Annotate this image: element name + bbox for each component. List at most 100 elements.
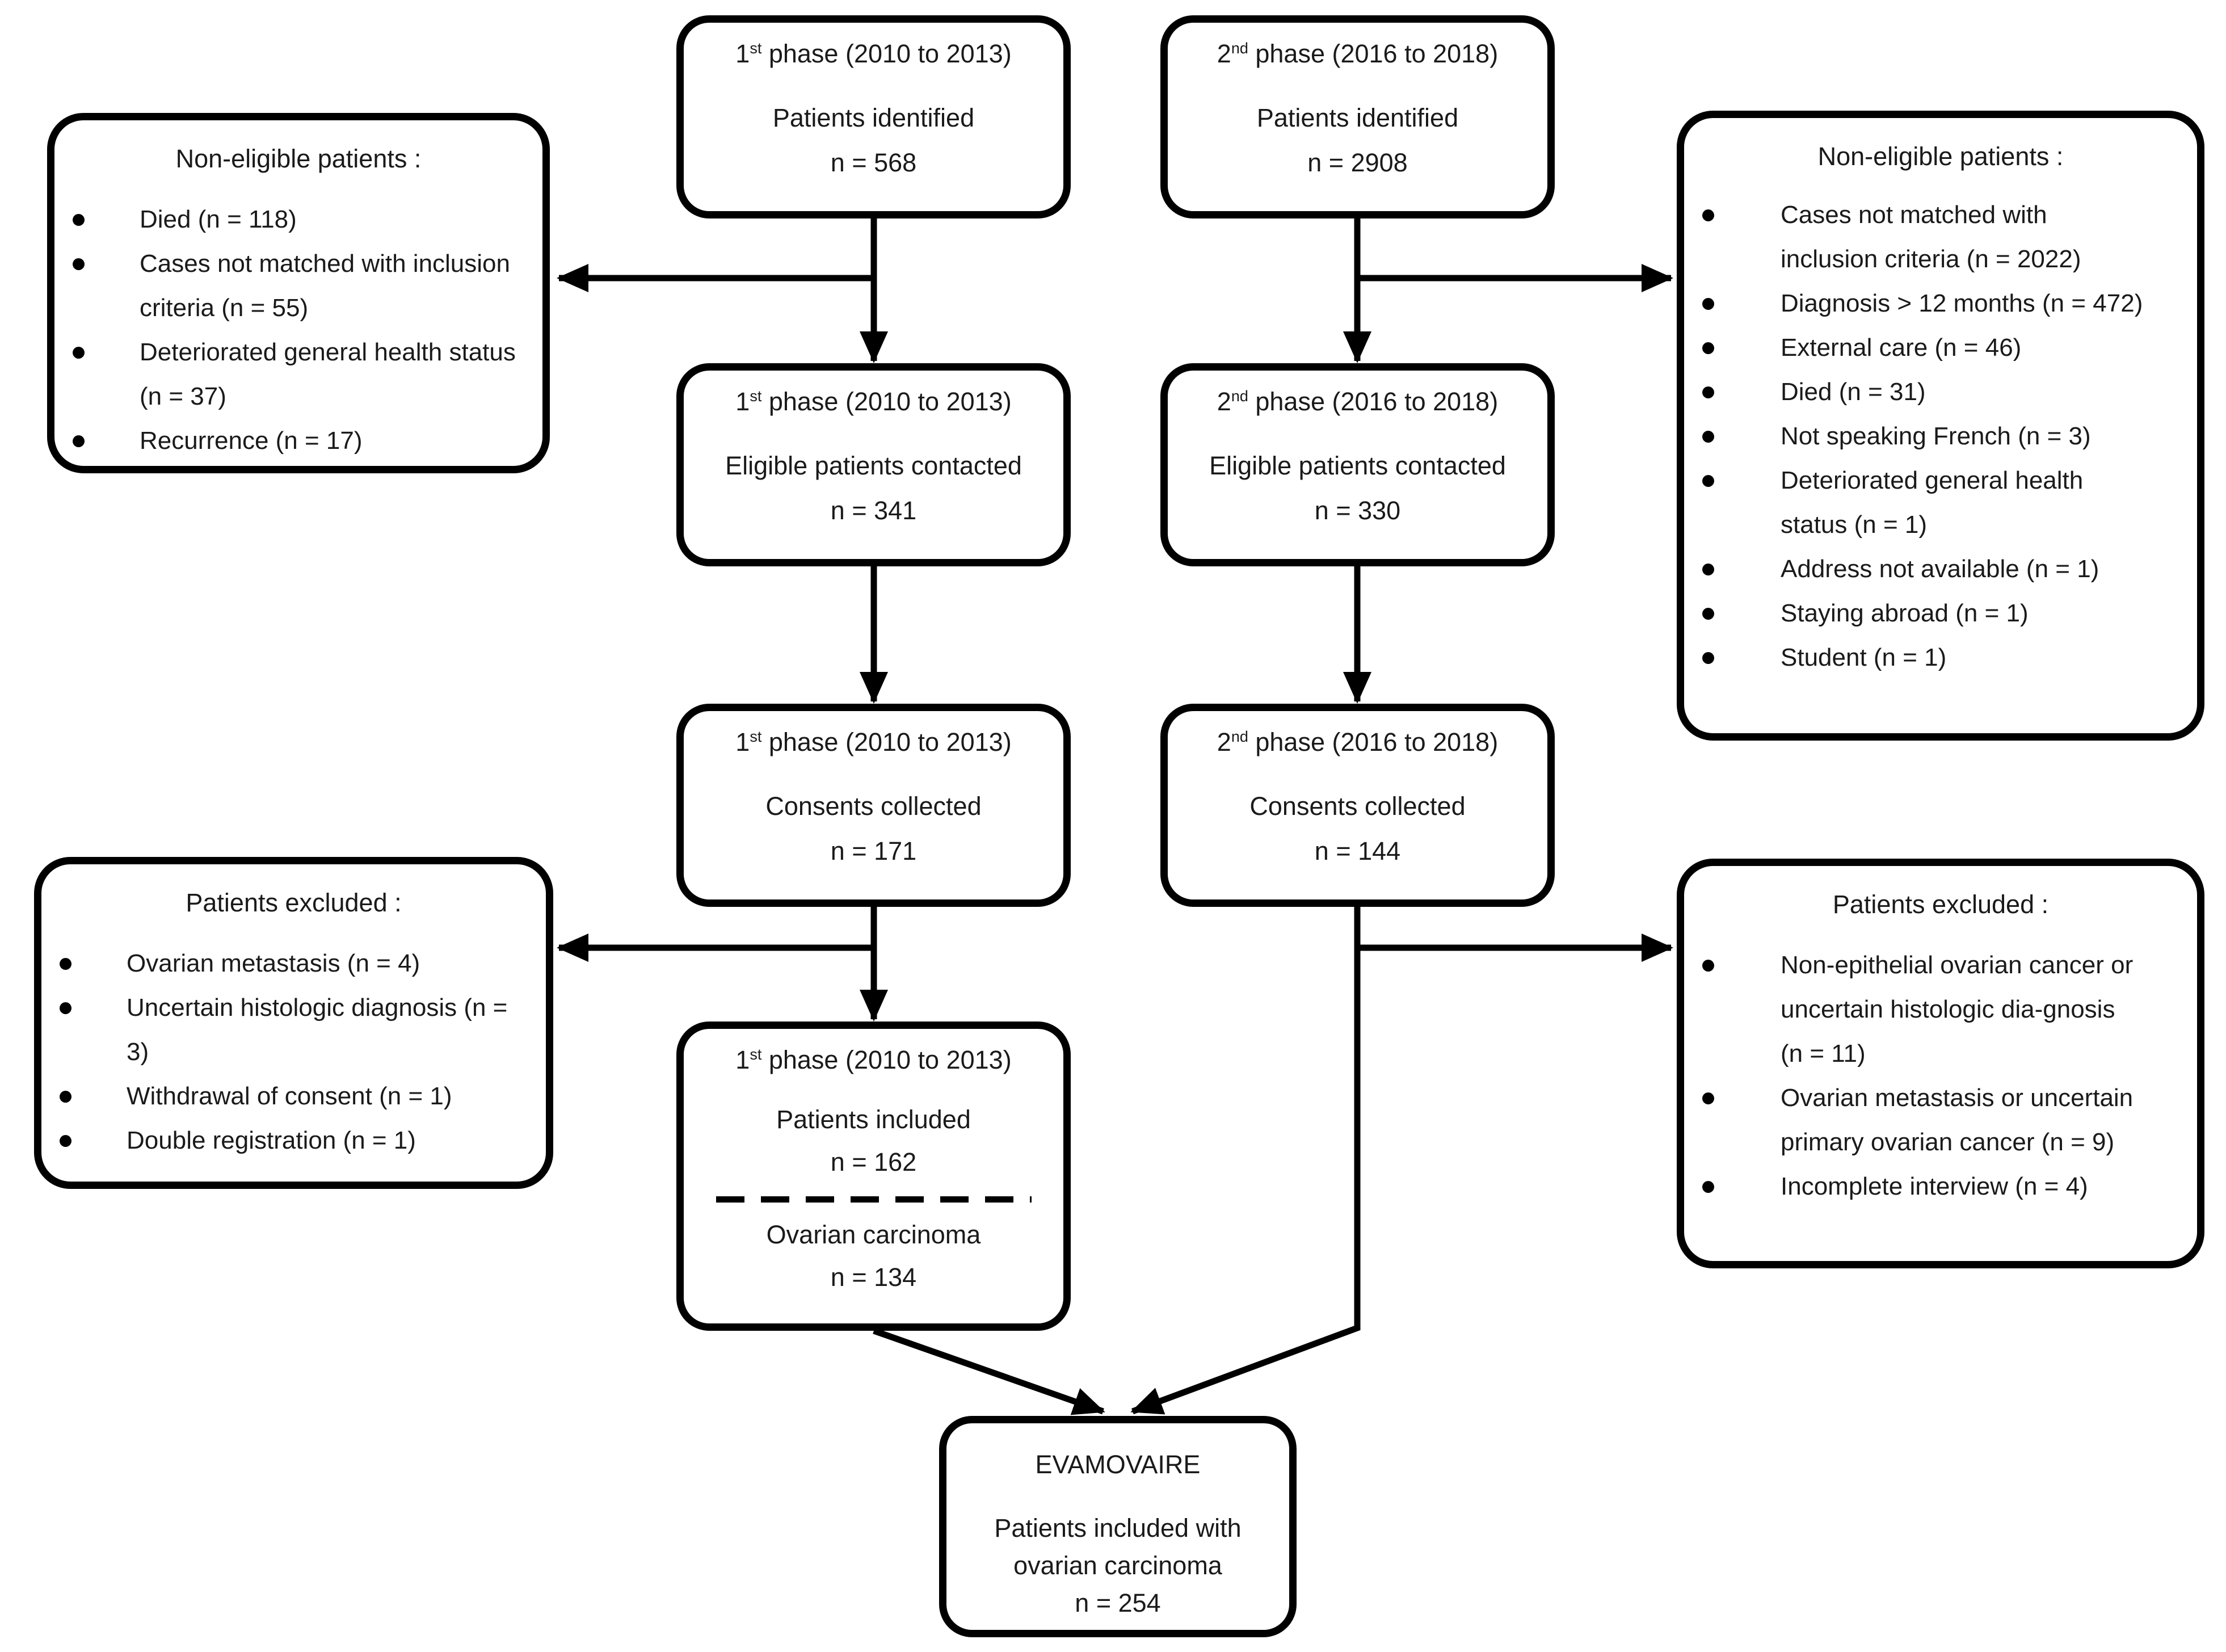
dashed-divider xyxy=(716,1196,1032,1203)
final-label-line2: ovarian carcinoma xyxy=(1013,1551,1222,1580)
list-item: Staying abroad (n = 1) xyxy=(1684,591,2197,636)
bullet-icon xyxy=(1702,298,1714,310)
list-item-text: Deteriorated general health status (n = … xyxy=(1781,466,2084,539)
bullet-icon xyxy=(1702,209,1714,221)
box-label: Eligible patients contacted xyxy=(1209,451,1506,480)
final-count: n = 254 xyxy=(1075,1588,1161,1617)
phase-rest: phase (2010 to 2013) xyxy=(761,1045,1012,1074)
list-item: Uncertain histologic diagnosis (n = 3) xyxy=(41,986,546,1074)
final-label-line1: Patients included with xyxy=(994,1514,1242,1542)
list-item: External care (n = 46) xyxy=(1684,326,2197,370)
list-item: Double registration (n = 1) xyxy=(41,1119,546,1163)
list-item-text: Student (n = 1) xyxy=(1781,644,1947,671)
box-count: n = 171 xyxy=(830,836,917,865)
list-item: Ovarian metastasis (n = 4) xyxy=(41,941,546,986)
excluded-phase2-list: Non-epithelial ovarian cancer or uncerta… xyxy=(1684,943,2197,1209)
box-count: n = 330 xyxy=(1314,495,1401,525)
phase-ordinal-suffix: nd xyxy=(1231,728,1248,745)
list-item: Ovarian metastasis or uncertain primary … xyxy=(1684,1076,2197,1165)
bullet-icon xyxy=(73,214,85,226)
phase-ordinal: 1 xyxy=(735,387,750,416)
box-label: Consents collected xyxy=(1249,791,1466,821)
list-item-text: Diagnosis > 12 months (n = 472) xyxy=(1781,289,2143,317)
box-excluded-phase2: Patients excluded : Non-epithelial ovari… xyxy=(1677,859,2204,1268)
box-count: n = 568 xyxy=(830,148,917,177)
box-label: Patients included xyxy=(776,1104,971,1134)
list-item-text: Deteriorated general health status (n = … xyxy=(140,338,516,410)
phase-title: 1st phase (2010 to 2013) xyxy=(684,711,1063,758)
bullet-icon xyxy=(73,435,85,447)
list-item: Address not available (n = 1) xyxy=(1684,547,2197,591)
list-item-text: Not speaking French (n = 3) xyxy=(1781,422,2091,450)
phase-ordinal: 1 xyxy=(735,728,750,756)
list-item: Died (n = 118) xyxy=(54,197,542,242)
list-item: Withdrawal of consent (n = 1) xyxy=(41,1074,546,1119)
list-item-text: Double registration (n = 1) xyxy=(127,1126,416,1154)
box-phase2-eligible-contacted: 2nd phase (2016 to 2018) Eligible patien… xyxy=(1160,363,1555,566)
side-box-title: Patients excluded : xyxy=(1832,890,2049,919)
list-item-text: Cases not matched with inclusion criteri… xyxy=(140,250,510,322)
box-count: n = 144 xyxy=(1314,836,1401,865)
phase-ordinal-suffix: nd xyxy=(1231,40,1248,57)
bullet-icon xyxy=(60,1002,71,1014)
phase-title: 2nd phase (2016 to 2018) xyxy=(1168,711,1547,758)
bullet-icon xyxy=(60,1135,71,1147)
list-item-text: Cases not matched with inclusion criteri… xyxy=(1781,201,2081,273)
phase-ordinal-suffix: st xyxy=(750,388,762,405)
box-phase2-patients-identified: 2nd phase (2016 to 2018) Patients identi… xyxy=(1160,15,1555,218)
bullet-icon xyxy=(1702,475,1714,487)
bullet-icon xyxy=(1702,1181,1714,1193)
list-item: Recurrence (n = 17) xyxy=(54,419,542,463)
list-item: Cases not matched with inclusion criteri… xyxy=(54,242,542,330)
list-item: Not speaking French (n = 3) xyxy=(1684,414,2197,459)
phase-rest: phase (2016 to 2018) xyxy=(1248,39,1499,68)
box-label: Patients identified xyxy=(1256,103,1459,132)
arrow-phase1-to-final xyxy=(873,1327,1105,1415)
phase-ordinal: 2 xyxy=(1217,728,1231,756)
excluded-phase1-list: Ovarian metastasis (n = 4) Uncertain his… xyxy=(41,941,546,1163)
phase-ordinal-suffix: st xyxy=(750,728,762,745)
phase-ordinal: 1 xyxy=(735,1045,750,1074)
list-item: Non-epithelial ovarian cancer or uncerta… xyxy=(1684,943,2197,1076)
list-item: Diagnosis > 12 months (n = 472) xyxy=(1684,281,2197,326)
list-item: Died (n = 31) xyxy=(1684,370,2197,414)
phase-ordinal: 2 xyxy=(1217,39,1231,68)
list-item-text: Non-epithelial ovarian cancer or uncerta… xyxy=(1781,951,2134,1067)
box-sub-label: Ovarian carcinoma xyxy=(766,1220,981,1249)
box-noneligible-phase1: Non-eligible patients : Died (n = 118) C… xyxy=(47,113,550,473)
phase-ordinal: 1 xyxy=(735,39,750,68)
list-item: Student (n = 1) xyxy=(1684,636,2197,680)
list-item-text: Died (n = 118) xyxy=(140,205,297,233)
bullet-icon xyxy=(1702,608,1714,620)
arrow-phase2-to-final xyxy=(1130,907,1361,1415)
phase-rest: phase (2016 to 2018) xyxy=(1248,728,1499,756)
side-box-title: Non-eligible patients : xyxy=(1817,142,2064,171)
box-label: Consents collected xyxy=(765,791,982,821)
bullet-icon xyxy=(1702,564,1714,575)
list-item-text: Died (n = 31) xyxy=(1781,378,1926,406)
bullet-icon xyxy=(60,1091,71,1103)
box-final-evamovaire: EVAMOVAIRE Patients included with ovaria… xyxy=(939,1416,1297,1637)
bullet-icon xyxy=(1702,342,1714,354)
list-item: Deteriorated general health status (n = … xyxy=(1684,459,2197,547)
list-item: Deteriorated general health status (n = … xyxy=(54,330,542,419)
box-count: n = 2908 xyxy=(1307,148,1408,177)
list-item-text: Withdrawal of consent (n = 1) xyxy=(127,1082,452,1110)
noneligible-phase2-list: Cases not matched with inclusion criteri… xyxy=(1684,193,2197,680)
bullet-icon xyxy=(1702,1092,1714,1104)
phase-rest: phase (2010 to 2013) xyxy=(761,728,1012,756)
box-phase1-patients-identified: 1st phase (2010 to 2013) Patients identi… xyxy=(676,15,1071,218)
bullet-icon xyxy=(73,258,85,270)
list-item: Incomplete interview (n = 4) xyxy=(1684,1165,2197,1209)
bullet-icon xyxy=(1702,960,1714,972)
phase-title: 2nd phase (2016 to 2018) xyxy=(1168,371,1547,418)
phase-title: 1st phase (2010 to 2013) xyxy=(684,1029,1063,1076)
list-item-text: Ovarian metastasis (n = 4) xyxy=(127,949,420,977)
phase-title: 2nd phase (2016 to 2018) xyxy=(1168,23,1547,70)
list-item: Cases not matched with inclusion criteri… xyxy=(1684,193,2197,281)
phase-title: 1st phase (2010 to 2013) xyxy=(684,23,1063,70)
phase-ordinal-suffix: nd xyxy=(1231,388,1248,405)
box-excluded-phase1: Patients excluded : Ovarian metastasis (… xyxy=(34,857,553,1189)
noneligible-phase1-list: Died (n = 118) Cases not matched with in… xyxy=(54,197,542,463)
